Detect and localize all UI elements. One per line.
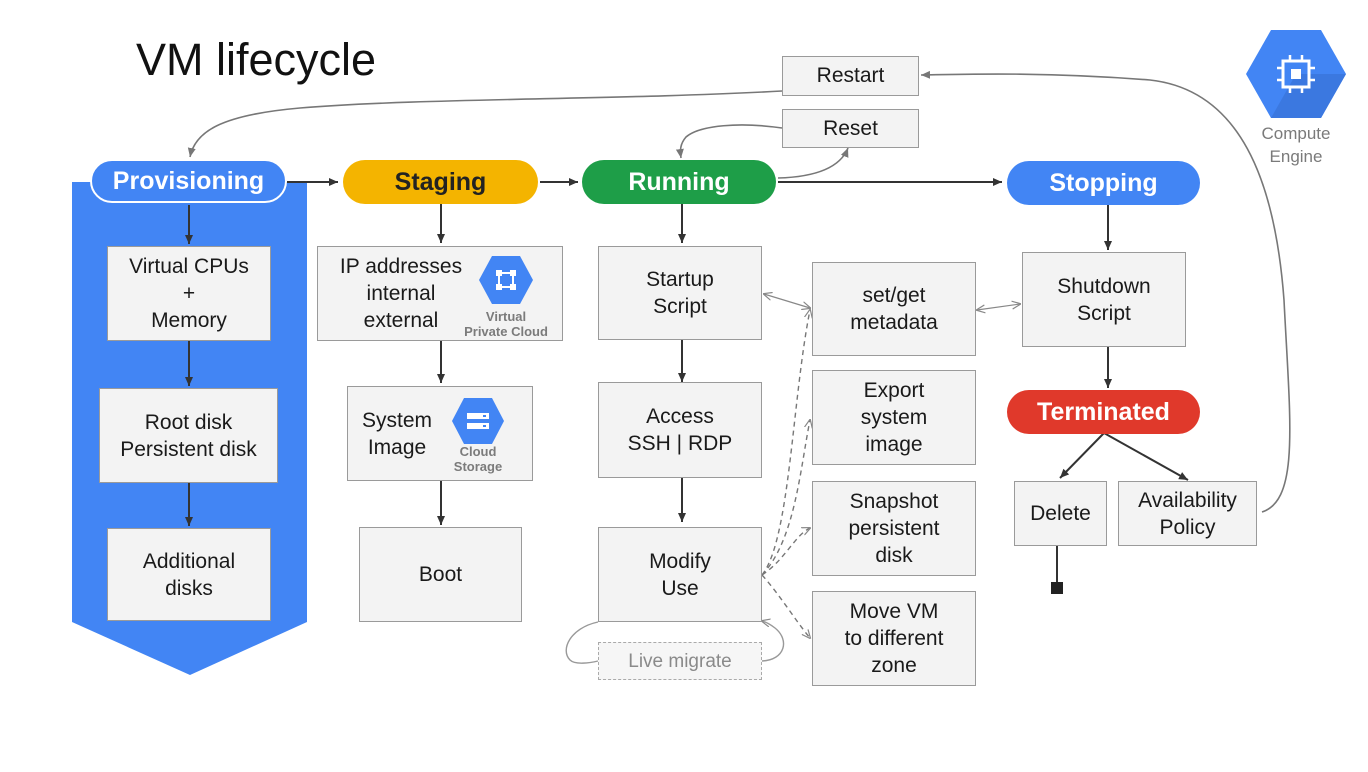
state-staging-label: Staging <box>394 167 487 196</box>
metadata-box: set/get metadata <box>812 262 976 356</box>
restart-box: Restart <box>782 56 919 96</box>
vpc-icon <box>479 256 533 304</box>
root-disk-box: Root disk Persistent disk <box>99 388 278 483</box>
state-terminated: Terminated <box>1007 390 1200 434</box>
access-box: Access SSH | RDP <box>598 382 762 478</box>
system-image-text: System Image <box>362 408 433 459</box>
boot-box: Boot <box>359 527 522 622</box>
cloud-storage-icon <box>452 398 504 444</box>
vcpu-memory-box: Virtual CPUs + Memory <box>107 246 271 341</box>
compute-engine-label: Compute Engine <box>1261 124 1331 166</box>
startup-script-box: Startup Script <box>598 246 762 340</box>
live-migrate-box: Live migrate <box>598 642 762 680</box>
state-running: Running <box>582 160 776 204</box>
vpc-label: Virtual Private Cloud <box>464 309 548 339</box>
slide-title: VM lifecycle <box>136 34 377 85</box>
shutdown-script-box: Shutdown Script <box>1022 252 1186 347</box>
move-vm-box: Move VM to different zone <box>812 591 976 686</box>
snapshot-disk-box: Snapshot persistent disk <box>812 481 976 576</box>
state-provisioning: Provisioning <box>90 159 287 203</box>
state-staging: Staging <box>343 160 538 204</box>
availability-policy-box: Availability Policy <box>1118 481 1257 546</box>
export-image-box: Export system image <box>812 370 976 465</box>
cloud-storage-label: Cloud Storage <box>453 444 503 474</box>
state-running-label: Running <box>628 167 730 196</box>
ip-addresses-text: IP addresses internal external <box>339 255 463 332</box>
reset-box: Reset <box>782 109 919 148</box>
state-terminated-label: Terminated <box>1037 397 1170 426</box>
state-stopping-label: Stopping <box>1049 168 1158 197</box>
system-image-box: System Image <box>347 386 533 481</box>
additional-disks-box: Additional disks <box>107 528 271 621</box>
delete-box: Delete <box>1014 481 1107 546</box>
modify-use-box: Modify Use <box>598 527 762 622</box>
state-provisioning-label: Provisioning <box>112 166 265 195</box>
state-stopping: Stopping <box>1007 161 1200 205</box>
